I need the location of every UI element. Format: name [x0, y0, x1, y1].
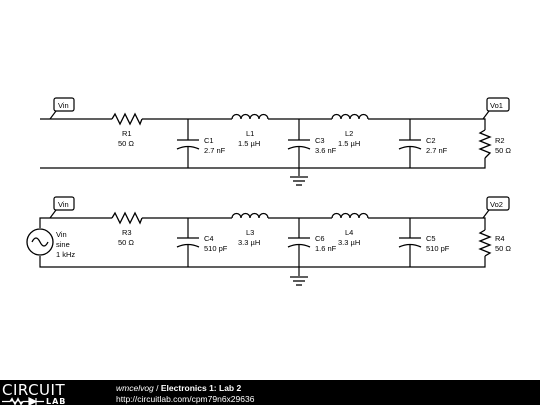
capacitor-c6[interactable]	[287, 218, 311, 267]
c4-value: 510 pF	[204, 244, 228, 253]
inductor-l3[interactable]	[231, 212, 269, 219]
inductor-l4[interactable]	[331, 212, 369, 219]
l1-value: 1.5 µH	[238, 139, 260, 148]
source-freq: 1 kHz	[56, 250, 75, 259]
vin-flag-label-1: Vin	[58, 101, 69, 110]
vo1-flag-label: Vo1	[490, 101, 503, 110]
capacitor-c5[interactable]	[398, 218, 422, 267]
l3-name: L3	[246, 228, 254, 237]
c2-bottom-wire	[39, 256, 486, 268]
logo-text-circuit: CIRCUIT	[2, 381, 66, 399]
r2-name: R2	[495, 136, 505, 145]
l4-name: L4	[345, 228, 353, 237]
l2-name: L2	[345, 129, 353, 138]
l3-value: 3.3 µH	[238, 238, 260, 247]
inductor-l2[interactable]	[331, 113, 369, 120]
capacitor-c1[interactable]	[176, 119, 200, 168]
resistor-r4[interactable]	[478, 229, 492, 257]
r4-value: 50 Ω	[495, 244, 511, 253]
c4-name: C4	[204, 234, 214, 243]
net-flag-vo2[interactable]: Vo2	[482, 196, 510, 219]
c6-value: 1.6 nF	[315, 244, 337, 253]
circuit-2: Vin sine 1 kHz R3 50 Ω L3 3.3 µH L4 3.3 …	[26, 196, 511, 286]
c5-name: C5	[426, 234, 436, 243]
c2-top-wire	[39, 217, 486, 230]
r4-name: R4	[495, 234, 505, 243]
voltage-source-vin[interactable]	[26, 228, 54, 256]
footer-bar: CIRCUIT LAB	[0, 380, 540, 406]
capacitor-c4[interactable]	[176, 218, 200, 267]
circuit-1: R1 50 Ω L1 1.5 µH L2 1.5 µH C1 2.7 nF C3…	[40, 97, 511, 186]
net-flag-vin-1[interactable]: Vin	[49, 97, 75, 120]
c2-value: 2.7 nF	[426, 146, 448, 155]
r3-name: R3	[122, 228, 132, 237]
vo2-flag-label: Vo2	[490, 200, 503, 209]
c1-bottom-wire	[40, 158, 486, 169]
circuitlab-logo[interactable]: CIRCUIT LAB	[0, 381, 100, 406]
r3-value: 50 Ω	[118, 238, 134, 247]
inductor-l1[interactable]	[231, 113, 269, 120]
l2-value: 1.5 µH	[338, 139, 360, 148]
vin-flag-label-2: Vin	[58, 200, 69, 209]
r1-name: R1	[122, 129, 132, 138]
source-type: sine	[56, 240, 70, 249]
capacitor-c3[interactable]	[287, 119, 311, 168]
c3-name: C3	[315, 136, 325, 145]
c6-name: C6	[315, 234, 325, 243]
r1-value: 50 Ω	[118, 139, 134, 148]
resistor-r3[interactable]	[111, 211, 143, 225]
capacitor-c2[interactable]	[398, 119, 422, 168]
resistor-r2[interactable]	[478, 129, 492, 159]
net-flag-vo1[interactable]: Vo1	[482, 97, 510, 120]
l1-name: L1	[246, 129, 254, 138]
resistor-r1[interactable]	[111, 112, 143, 126]
footer-url[interactable]: http://circuitlab.com/cpm79n6x29636	[116, 394, 255, 404]
ground-symbol-2	[290, 276, 308, 286]
logo-text-lab: LAB	[46, 397, 67, 406]
footer-meta-title: wmcelvog / Electronics 1: Lab 2	[116, 383, 241, 393]
r2-value: 50 Ω	[495, 146, 511, 155]
c3-value: 3.6 nF	[315, 146, 337, 155]
source-name: Vin	[56, 230, 67, 239]
c5-value: 510 pF	[426, 244, 450, 253]
net-flag-vin-2[interactable]: Vin	[49, 196, 75, 219]
footer-circuit-title[interactable]: Electronics 1: Lab 2	[160, 383, 242, 393]
l4-value: 3.3 µH	[338, 238, 360, 247]
c1-name: C1	[204, 136, 214, 145]
ground-symbol-1	[290, 176, 308, 186]
c1-top-wire	[40, 118, 486, 130]
footer-separator: /	[153, 383, 161, 393]
footer-username[interactable]: wmcelvog	[116, 383, 154, 393]
c2-name: C2	[426, 136, 436, 145]
c1-value: 2.7 nF	[204, 146, 226, 155]
logo-circuit-symbol-icon	[2, 397, 44, 406]
